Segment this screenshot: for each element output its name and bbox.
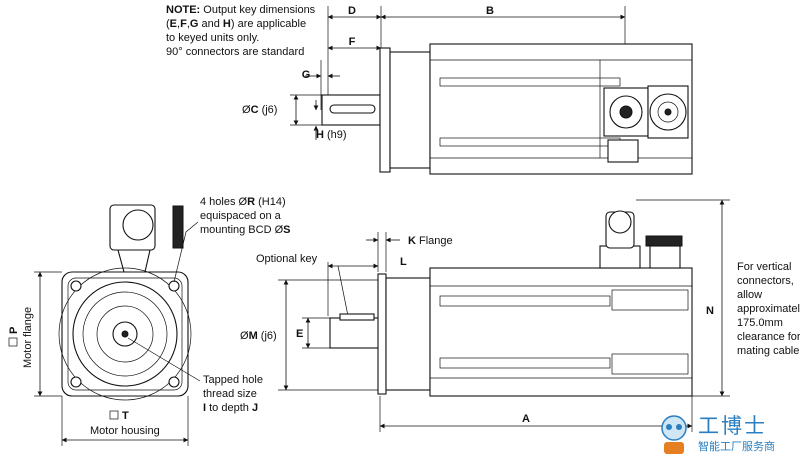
watermark: 工博士 智能工厂服务商 xyxy=(654,408,794,462)
svg-text:approximately: approximately xyxy=(737,303,800,315)
holes-line-1: 4 holes ØR (H14) xyxy=(200,196,286,208)
top-view: D B F G ØC (j6) H (h9) xyxy=(242,5,693,175)
dim-d-label: D xyxy=(348,5,356,17)
robot-logo-icon xyxy=(661,415,687,454)
motor-flange-label: Motor flange xyxy=(22,307,34,368)
motor-housing-label: Motor housing xyxy=(90,425,160,437)
note-line-2: (E,F,G and H) are applicable xyxy=(166,18,306,30)
dim-t-label: T xyxy=(109,410,129,422)
dim-c-label: ØC (j6) xyxy=(242,104,277,116)
svg-text:175.0mm: 175.0mm xyxy=(737,317,783,329)
svg-text:clearance for: clearance for xyxy=(737,331,800,343)
svg-text:allow: allow xyxy=(737,289,762,301)
dim-b-label: B xyxy=(486,5,494,17)
side-view: K Flange Optional key L ØM (j6) E xyxy=(240,199,800,432)
svg-text:connectors,: connectors, xyxy=(737,275,794,287)
holes-line-3: mounting BCD ØS xyxy=(200,224,291,236)
watermark-subtitle: 智能工厂服务商 xyxy=(698,440,775,453)
note-line-1: NOTE: Output key dimensions xyxy=(166,4,316,16)
note-block: NOTE: Output key dimensions (E,F,G and H… xyxy=(166,4,316,58)
note-line-4: 90° connectors are standard xyxy=(166,46,304,58)
note-line-3: to keyed units only. xyxy=(166,32,259,44)
dim-l-label: L xyxy=(400,256,407,268)
front-view: 4 holes ØR (H14) equispaced on a mountin… xyxy=(8,196,291,446)
vertical-connector-note: For vertical connectors, allow approxima… xyxy=(737,261,800,357)
dim-h-label: H (h9) xyxy=(316,129,347,141)
holes-line-2: equispaced on a xyxy=(200,210,282,222)
svg-text:mating cable: mating cable xyxy=(737,345,799,357)
dim-m-label: ØM (j6) xyxy=(240,330,277,342)
optional-key-label: Optional key xyxy=(256,253,318,265)
tapped-line-2: thread size xyxy=(203,388,257,400)
svg-text:T: T xyxy=(122,410,129,422)
tapped-line-1: Tapped hole xyxy=(203,374,263,386)
svg-text:P: P xyxy=(8,327,20,334)
dim-f-label: F xyxy=(349,36,356,48)
dim-p-label: P xyxy=(8,327,20,347)
dim-n-label: N xyxy=(706,305,714,317)
dim-e-label: E xyxy=(296,328,303,340)
svg-text:For vertical: For vertical xyxy=(737,261,791,273)
tapped-line-3: I to depth J xyxy=(203,402,258,414)
dim-k-label: K Flange xyxy=(408,235,453,247)
dim-a-label: A xyxy=(522,413,530,425)
watermark-title: 工博士 xyxy=(698,414,767,438)
dim-g-label: G xyxy=(302,69,311,81)
